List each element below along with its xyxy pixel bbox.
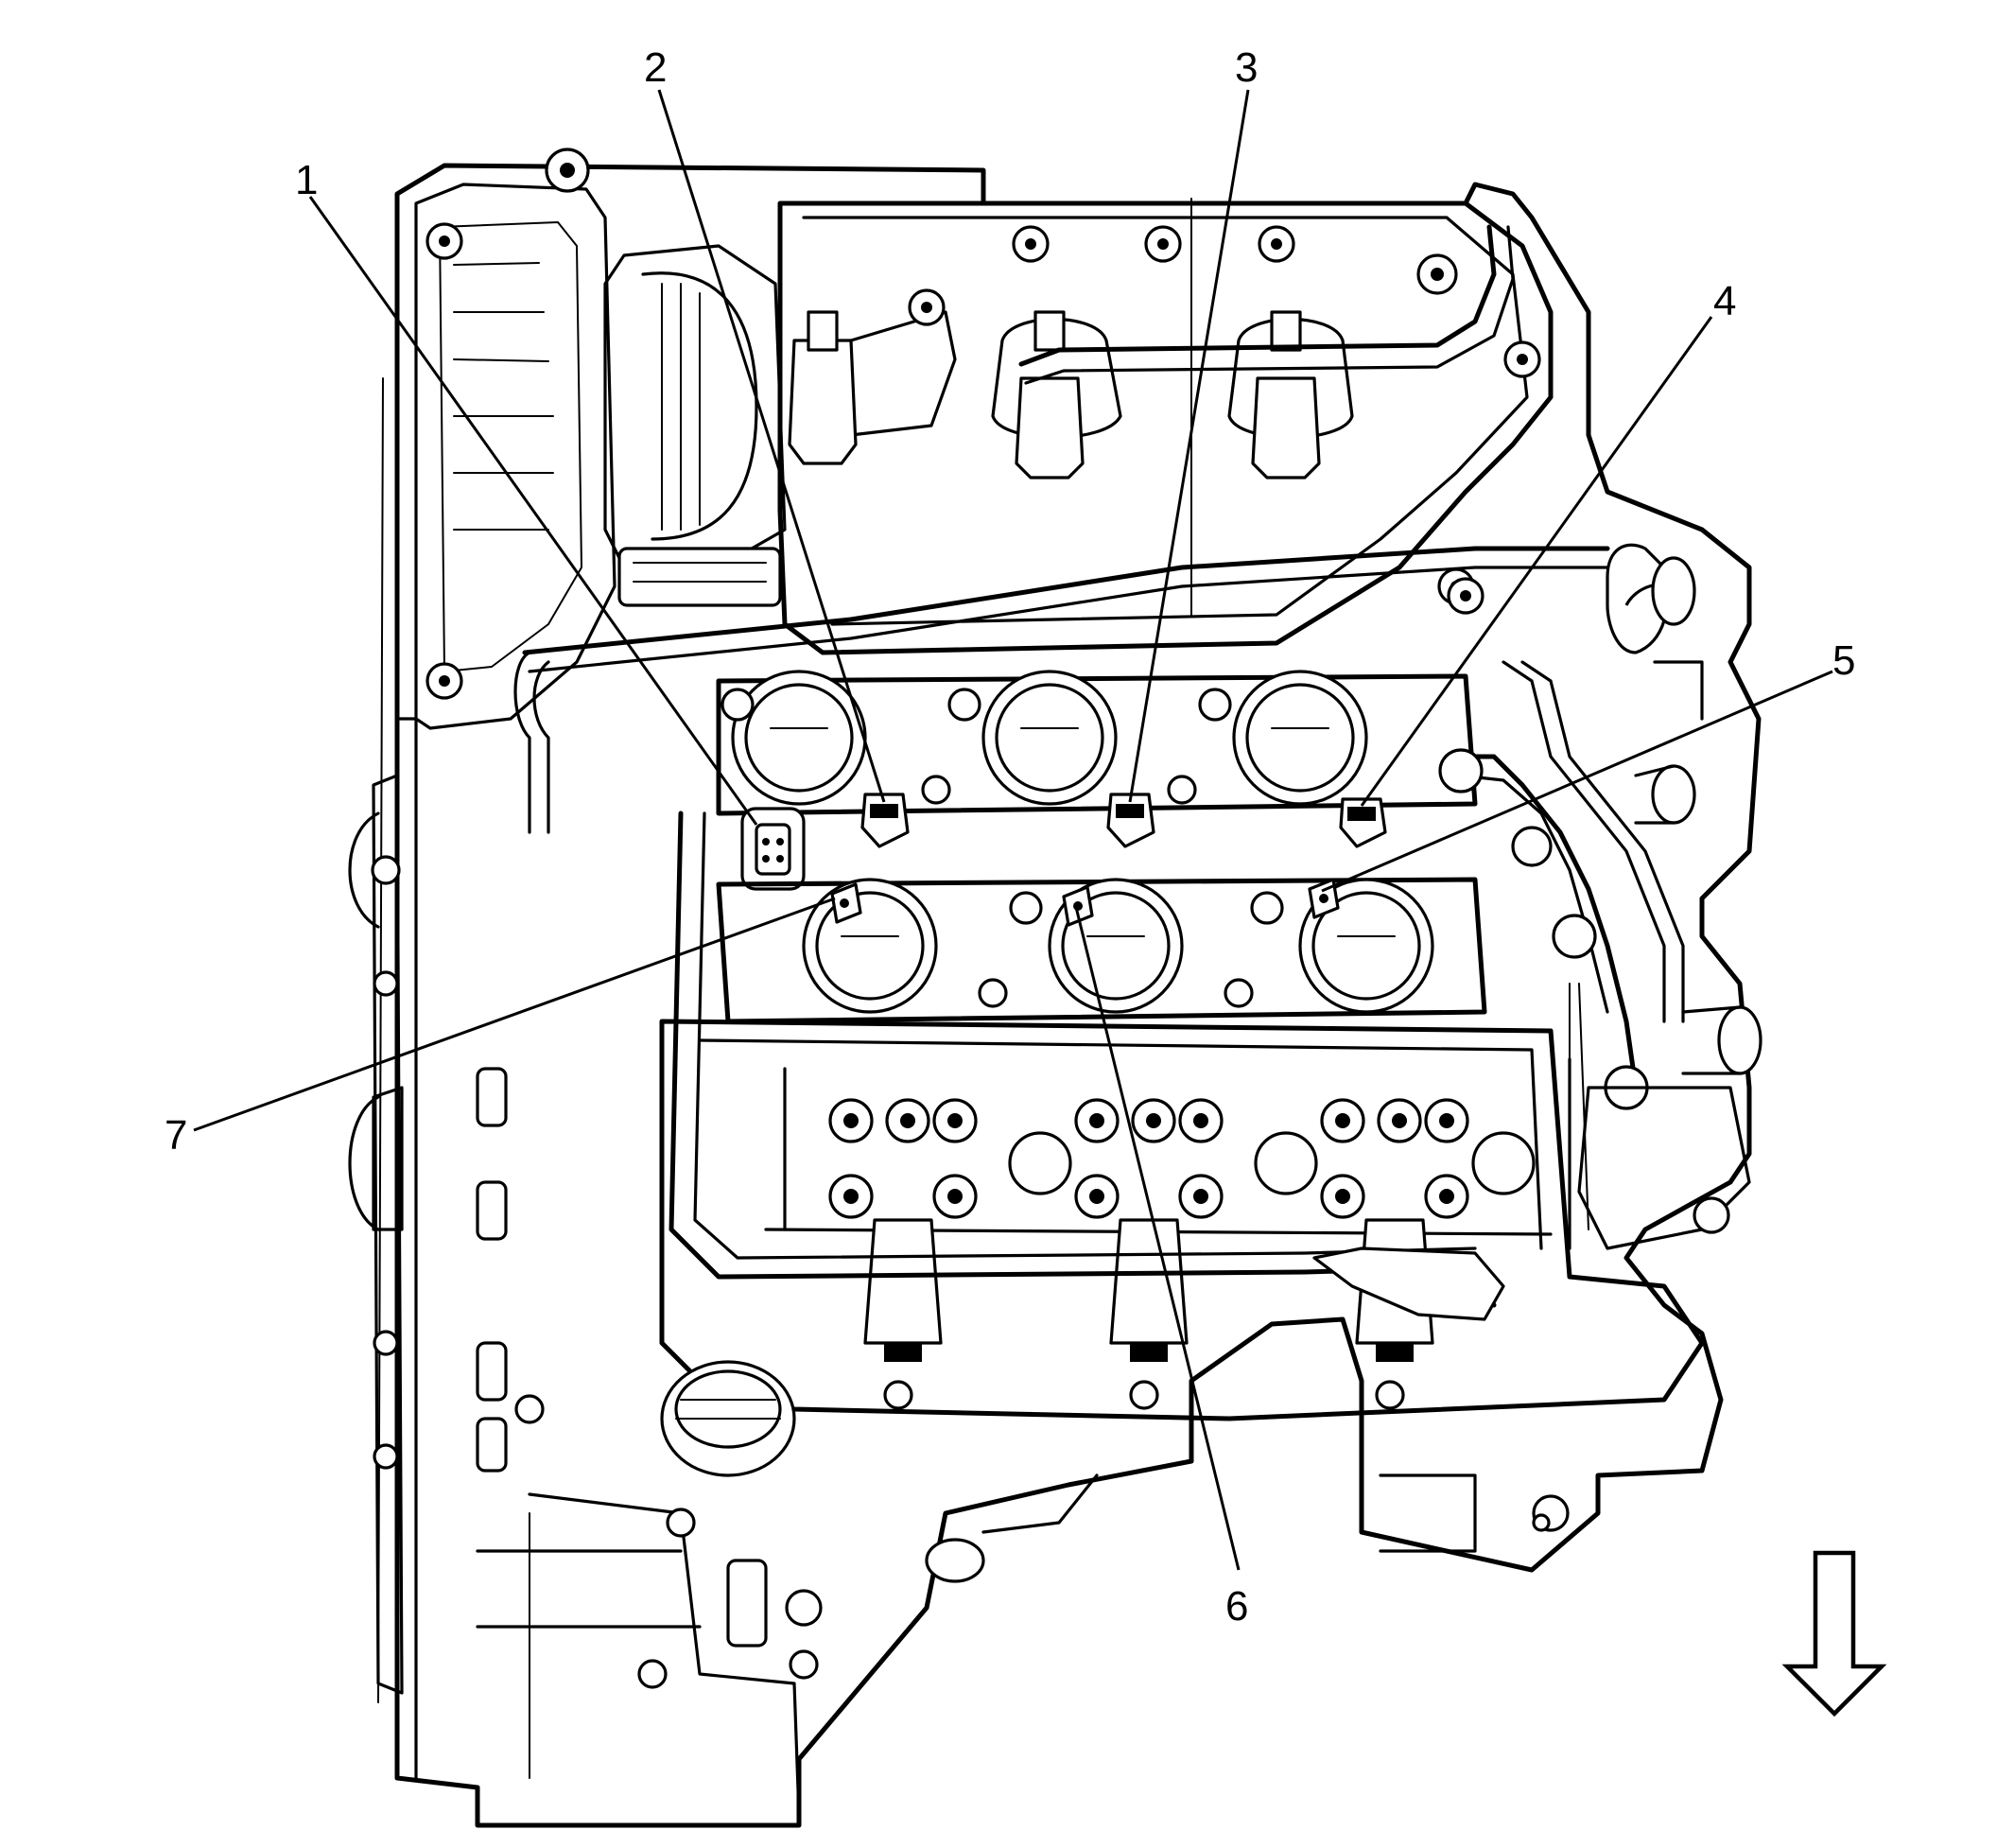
- oil-fill-cap: [660, 1360, 796, 1477]
- fuel-injectors-upper: [860, 793, 1387, 848]
- head-bolts: [828, 1098, 1536, 1219]
- leader-line-4: [1360, 316, 1713, 807]
- intake-ports-upper: [716, 670, 1478, 816]
- callout-7: 7: [165, 1112, 187, 1159]
- leader-line-2: [657, 89, 886, 803]
- leader-lines: [193, 89, 1833, 1571]
- callout-3: 3: [1235, 44, 1258, 91]
- leader-line-3: [1128, 89, 1250, 803]
- sensor-component: [740, 807, 806, 891]
- coil-row-upper: [788, 310, 1321, 479]
- callout-6: 6: [1225, 1583, 1248, 1630]
- callout-4: 4: [1713, 278, 1736, 324]
- fuel-injectors-lower: [830, 878, 1340, 927]
- callout-1: 1: [295, 157, 318, 203]
- cylinder-head: [659, 1019, 1705, 1421]
- down-arrow-icon: [1781, 1550, 1887, 1717]
- callout-5: 5: [1832, 637, 1855, 684]
- leader-line-1: [308, 196, 758, 826]
- leader-line-7: [193, 897, 836, 1132]
- leader-line-6: [1073, 902, 1241, 1571]
- callout-2: 2: [644, 44, 667, 91]
- callout-labels: 1 2 3 4 5 6 7: [165, 44, 1855, 1630]
- engine-illustration: [348, 148, 1762, 1828]
- leader-line-5: [1321, 670, 1833, 893]
